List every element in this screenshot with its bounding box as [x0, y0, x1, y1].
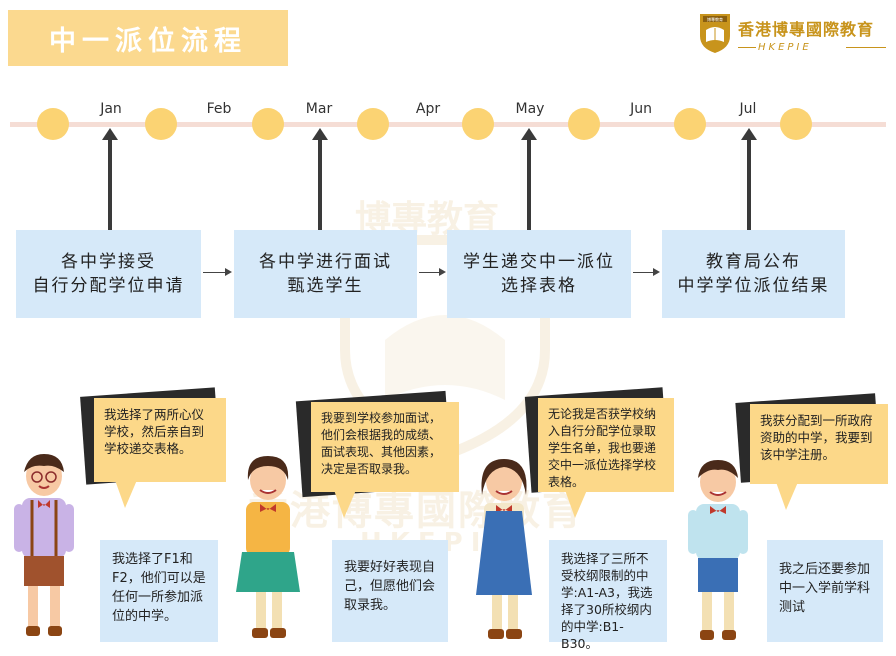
girl-character-1-illustration	[236, 456, 300, 638]
title-banner: 中一派位流程	[8, 10, 288, 66]
month-label-jul: Jul	[739, 101, 757, 117]
boy-character-1-illustration	[14, 454, 74, 636]
step-text: 选择表格	[501, 276, 577, 296]
speech-bubble-4: 我获分配到一所政府资助的中学，我要到该中学注册。	[750, 404, 888, 484]
speech-bubble-2: 我要到学校参加面试，他们会根据我的成绩、面试表现、其他因素，决定是否取录我。	[311, 402, 459, 492]
timeline-dot	[568, 108, 600, 140]
brand-sub: HKEPIE	[758, 42, 812, 53]
month-label-may: May	[515, 101, 545, 117]
step-box-3: 学生递交中一派位 选择表格	[447, 230, 631, 318]
step-text: 学生递交中一派位	[463, 252, 615, 272]
arrow-up-icon	[741, 128, 757, 140]
month-label-jan: Jan	[100, 101, 122, 117]
timeline-dot	[462, 108, 494, 140]
timeline-dot	[780, 108, 812, 140]
brand-name: 香港博專國際教育	[738, 20, 875, 39]
brand-logo: 博專教育 香港博專國際教育 HKEPIE	[698, 10, 888, 70]
step-box-1: 各中学接受 自行分配学位申请	[16, 230, 201, 318]
arrow-right-icon	[203, 268, 232, 276]
arrow-line	[527, 138, 531, 230]
month-label-jun: Jun	[630, 101, 652, 117]
note-box-1: 我选择了F1和F2，他们可以是任何一所参加派位的中学。	[100, 540, 218, 642]
shield-logo-icon: 博專教育	[700, 14, 730, 53]
arrow-line	[318, 138, 322, 230]
step-box-2: 各中学进行面试 甄选学生	[234, 230, 417, 318]
svg-text:博專教育: 博專教育	[707, 16, 723, 22]
bubble-tail	[565, 490, 587, 518]
month-label-mar: Mar	[305, 101, 333, 117]
timeline-dot	[145, 108, 177, 140]
girl-character-2-illustration	[476, 459, 532, 639]
page-title: 中一派位流程	[49, 25, 247, 57]
arrow-up-icon	[312, 128, 328, 140]
arrow-up-icon	[521, 128, 537, 140]
boy-character-2-illustration	[688, 460, 748, 640]
step-text: 中学学位派位结果	[677, 276, 830, 296]
month-label-apr: Apr	[415, 101, 441, 117]
note-box-3: 我选择了三所不受校纲限制的中学:A1-A3，我选择了30所校纲内的中学:B1-B…	[549, 540, 667, 651]
note-box-4: 我之后还要参加中一入学前学科测试	[767, 540, 883, 642]
arrow-line	[108, 138, 112, 230]
step-text: 教育局公布	[706, 252, 801, 272]
timeline-bar	[10, 122, 886, 127]
bubble-tail	[334, 490, 356, 518]
bubble-tail	[115, 480, 137, 508]
note-box-2: 我要好好表现自己，但愿他们会取录我。	[332, 540, 448, 642]
speech-bubble-3: 无论我是否获学校纳入自行分配学位录取学生名单，我也要递交中一派位选择学校表格。	[538, 398, 674, 492]
timeline-dot	[37, 108, 69, 140]
step-text: 各中学进行面试	[259, 252, 392, 272]
arrow-line	[747, 138, 751, 230]
timeline-dot	[674, 108, 706, 140]
arrow-right-icon	[419, 268, 446, 276]
step-text: 甄选学生	[287, 276, 364, 296]
step-text: 各中学接受	[61, 252, 156, 272]
month-label-feb: Feb	[206, 101, 232, 117]
arrow-right-icon	[633, 268, 660, 276]
step-text: 自行分配学位申请	[32, 276, 185, 296]
bubble-tail	[776, 482, 798, 510]
speech-bubble-1: 我选择了两所心仪学校，然后亲自到学校递交表格。	[94, 398, 226, 482]
timeline-dot	[252, 108, 284, 140]
arrow-up-icon	[102, 128, 118, 140]
timeline-dot	[357, 108, 389, 140]
step-box-4: 教育局公布 中学学位派位结果	[662, 230, 845, 318]
